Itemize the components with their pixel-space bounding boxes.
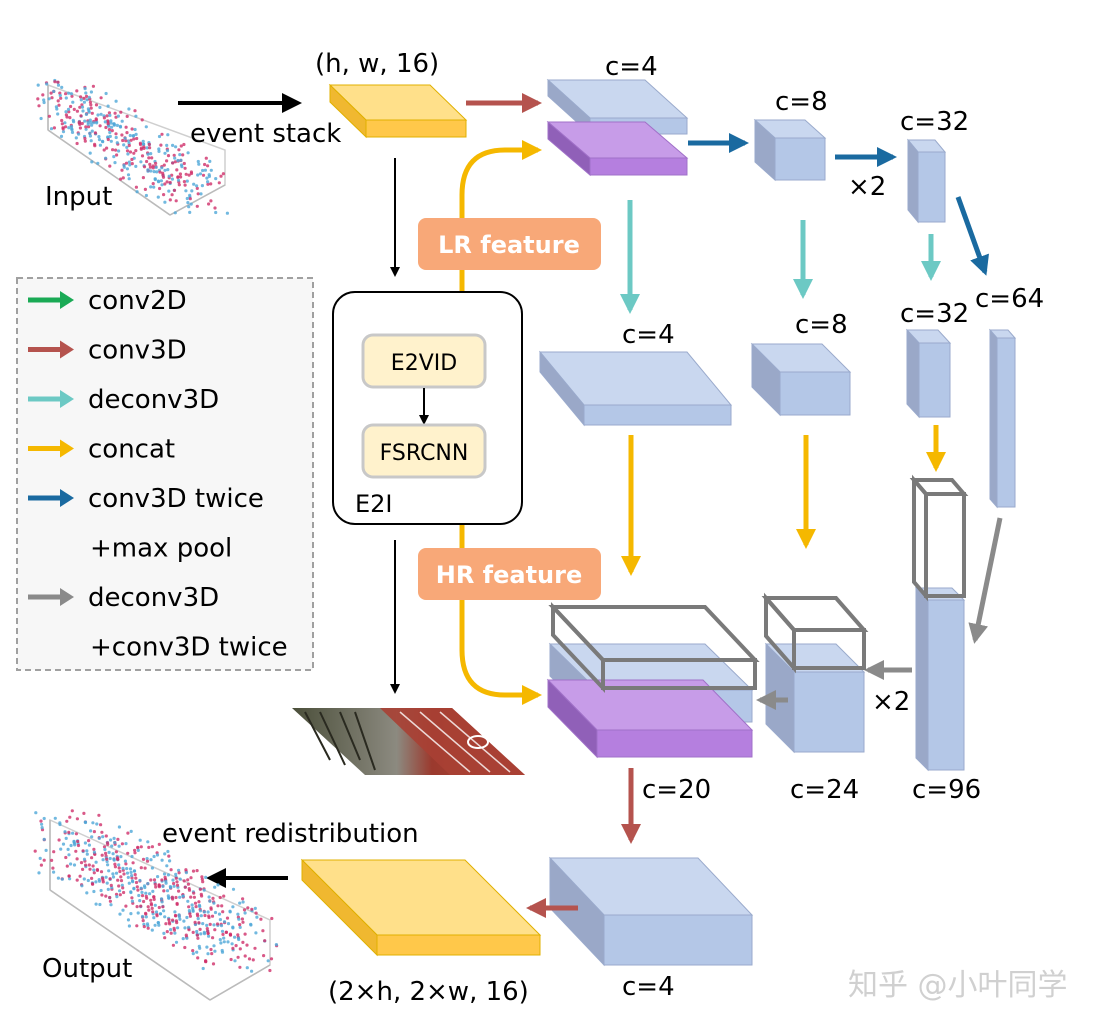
- legend-label-4: conv3D twice: [88, 484, 264, 514]
- block-mid-c32: [905, 328, 952, 419]
- input-label: Input: [45, 182, 112, 212]
- legend-label-7: +conv3D twice: [90, 633, 288, 663]
- c96-label: c=96: [912, 775, 981, 805]
- legend-box: [16, 277, 314, 671]
- legend: conv2D conv3D deconv3D concat conv3D twice +m…: [28, 286, 288, 663]
- c64-label: c=64: [975, 284, 1044, 314]
- event-redistribution-label: event redistribution: [162, 819, 419, 849]
- input-point-cloud: [36, 78, 229, 216]
- event-stack-label: event stack: [190, 119, 341, 149]
- block-c64: [988, 328, 1017, 509]
- legend-arrowhead-1: [60, 340, 74, 359]
- e2i-label: E2I: [355, 490, 393, 518]
- legend-arrowhead-6: [60, 588, 74, 606]
- c4-mid-label: c=4: [622, 320, 675, 350]
- lr-feature-box: [418, 218, 601, 270]
- block-mid-c8: [750, 342, 852, 417]
- e2vid-box: [361, 333, 487, 389]
- arrow-deconv-conv-1: [968, 517, 1003, 644]
- arrow-conv3d-twice-3: [955, 196, 989, 276]
- legend-label-3: concat: [88, 435, 175, 465]
- legend-arrowhead-0: [60, 291, 74, 309]
- watermark: 知乎 @小叶同学: [848, 968, 1068, 1003]
- block-c96: [914, 586, 966, 772]
- out-dims-label: (2×h, 2×w, 16): [328, 977, 529, 1007]
- lr-feature-label: LR feature: [438, 231, 580, 259]
- legend-label-1: conv3D: [88, 336, 187, 366]
- hr-feature-label: HR feature: [436, 561, 583, 589]
- hw16-label: (h, w, 16): [315, 49, 439, 79]
- reconstructed-image: [292, 708, 525, 775]
- legend-label-0: conv2D: [88, 286, 187, 316]
- block-top-purple: [546, 120, 689, 177]
- e2vid-label: E2VID: [391, 351, 457, 376]
- legend-label-6: deconv3D: [88, 583, 219, 613]
- output-label: Output: [42, 954, 132, 984]
- output-point-cloud: [33, 809, 279, 1001]
- c32-top-label: c=32: [900, 107, 969, 137]
- hr-feature-box: [418, 548, 601, 600]
- block-c24: [764, 642, 866, 754]
- c4-bottom-label: c=4: [622, 972, 675, 1002]
- fsrcnn-box: [361, 423, 487, 479]
- block-mid-c4: [538, 350, 733, 427]
- x2-top-label: ×2: [848, 172, 886, 202]
- c20-label: c=20: [642, 775, 711, 805]
- arrow-lr-concat: [459, 140, 542, 330]
- legend-arrowhead-4: [60, 489, 74, 507]
- legend-arrowhead-2: [60, 390, 74, 408]
- c4-top-label: c=4: [605, 52, 658, 82]
- event-stack-block: [328, 83, 468, 139]
- block-bottom-c4: [548, 856, 754, 967]
- block-c20-purple: [546, 678, 754, 759]
- output-stack-block: [300, 858, 542, 957]
- c32-mid-label: c=32: [900, 299, 969, 329]
- arrow-hr-concat: [459, 480, 542, 705]
- c8-top-label: c=8: [775, 87, 828, 117]
- legend-label-2: deconv3D: [88, 385, 219, 415]
- c24-label: c=24: [790, 775, 859, 805]
- c8-mid-label: c=8: [795, 310, 848, 340]
- legend-arrowhead-3: [60, 439, 74, 458]
- outline-c20: [548, 601, 760, 694]
- fsrcnn-label: FSRCNN: [380, 441, 469, 466]
- x2-bottom-label: ×2: [872, 687, 910, 717]
- legend-label-5: +max pool: [90, 534, 232, 564]
- outline-c24: [761, 592, 869, 674]
- block-top-c8: [753, 118, 827, 182]
- block-top-c32: [906, 138, 947, 224]
- outline-c96: [909, 474, 969, 602]
